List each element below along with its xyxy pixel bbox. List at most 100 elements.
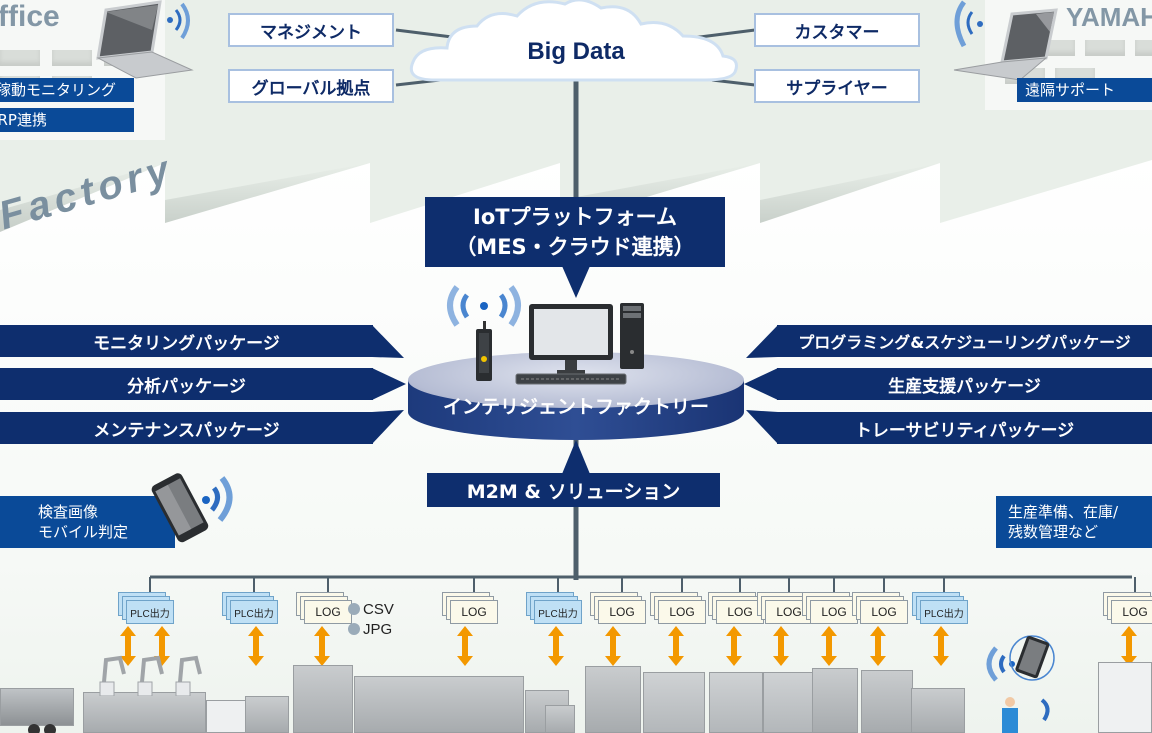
laptop-wifi-icon (96, 0, 194, 79)
desktop-monitor-icon (529, 304, 613, 374)
legend-dot-icon (348, 623, 360, 635)
loader-machine (245, 696, 289, 733)
package-production-support: 生産支援パッケージ (777, 368, 1152, 400)
log-file-icon: LOG (1103, 592, 1152, 624)
inventory-management-tag: 生産準備、在庫/ 残数管理など (996, 496, 1152, 548)
bidirectional-arrow-icon (870, 626, 886, 666)
label-global-sites: グローバル拠点 (228, 69, 394, 103)
mounter-2 (709, 672, 763, 733)
m2m-pointer (562, 440, 590, 474)
xray-cabinet (1098, 662, 1152, 733)
package-programming-scheduling: プログラミング&スケジューリングパッケージ (777, 325, 1152, 357)
legend-item-jpg: JPG (348, 620, 394, 640)
printer-machine (293, 665, 353, 733)
mobile-inspection-tag: 検査画像 モバイル判定 (0, 496, 175, 548)
production-line (0, 635, 1152, 733)
bidirectional-arrow-icon (933, 626, 949, 666)
log-file-icon: LOG (852, 592, 910, 624)
bidirectional-arrow-icon (548, 626, 564, 666)
file-label: LOG (450, 600, 498, 624)
left-package-arrowheads (372, 325, 406, 444)
file-label: LOG (810, 600, 858, 624)
package-maintenance-label: メンテナンスパッケージ (93, 420, 280, 441)
log-file-icon: LOG (650, 592, 708, 624)
iot-platform-line1: IoTプラットフォーム (473, 205, 677, 229)
file-format-legend: CSV JPG (348, 600, 394, 640)
mobile-tag-line1: 検査画像 (38, 503, 99, 521)
office-title-left: ffice (0, 0, 60, 33)
iot-platform-box: IoTプラットフォーム （MES・クラウド連携） (425, 197, 725, 267)
package-programming-scheduling-label: プログラミング&スケジューリングパッケージ (798, 333, 1131, 352)
bidirectional-arrow-icon (314, 626, 330, 666)
label-supplier: サプライヤー (754, 69, 920, 103)
file-label: LOG (1111, 600, 1152, 624)
file-label: LOG (598, 600, 646, 624)
bidirectional-arrow-icon (726, 626, 742, 666)
plc-output-file-icon: PLC出力 (222, 592, 280, 624)
package-traceability-label: トレーサビリティパッケージ (854, 420, 1075, 441)
mounter-3 (763, 672, 817, 733)
callout-pointer (562, 266, 590, 298)
cloud-icon (409, 0, 738, 82)
plc-output-file-icon: PLC出力 (118, 592, 176, 624)
file-label: PLC出力 (230, 600, 278, 624)
laptop-wifi-icon (953, 0, 1058, 81)
smartphone-wifi-icon (151, 473, 233, 543)
log-file-icon: LOG (296, 592, 354, 624)
label-management: マネジメント (228, 13, 394, 47)
bidirectional-arrow-icon (120, 626, 136, 666)
platform-label: インテリジェントファクトリー (442, 396, 709, 418)
bidirectional-arrow-icon (668, 626, 684, 666)
bidirectional-arrow-icon (1121, 626, 1137, 666)
package-monitoring: モニタリングパッケージ (0, 325, 373, 357)
package-traceability: トレーサビリティパッケージ (777, 412, 1152, 444)
file-label: PLC出力 (126, 600, 174, 624)
mobile-tag-line2: モバイル判定 (38, 523, 129, 541)
bidirectional-arrow-icon (605, 626, 621, 666)
m2m-solution-box: M2M & ソリューション (427, 473, 720, 507)
file-label: LOG (860, 600, 908, 624)
file-label: LOG (658, 600, 706, 624)
bidirectional-arrow-icon (773, 626, 789, 666)
bidirectional-arrow-icon (821, 626, 837, 666)
aoi-machine (812, 668, 858, 733)
tag-operation-monitoring: 稼動モニタリング (0, 78, 134, 102)
tag-remote-support: 遠隔サポート (1017, 78, 1152, 102)
plc-output-file-icon: PLC出力 (526, 592, 584, 624)
tag-erp-integration: ERP連携 (0, 108, 134, 132)
operator-tablet-icon (986, 635, 1055, 733)
package-maintenance: メンテナンスパッケージ (0, 412, 373, 444)
mounter-1 (643, 672, 705, 733)
office-title-right: YAMAH (1066, 2, 1152, 32)
keyboard-icon (515, 373, 627, 385)
plc-output-file-icon: PLC出力 (912, 592, 970, 624)
legend-item-csv: CSV (348, 600, 394, 620)
log-file-icon: LOG (757, 592, 815, 624)
legend-dot-icon (348, 603, 360, 615)
pc-tower-icon (620, 303, 644, 369)
robot-arm-icon (99, 655, 202, 696)
file-label: PLC出力 (920, 600, 968, 624)
robot-cell (83, 692, 206, 733)
bidirectional-arrow-icon (248, 626, 264, 666)
truck-icon (0, 688, 74, 726)
file-label: PLC出力 (534, 600, 582, 624)
legend-label-jpg: JPG (363, 621, 393, 638)
truck-wheel-icon (44, 724, 56, 733)
bidirectional-arrow-icon (457, 626, 473, 666)
package-analysis-label: 分析パッケージ (127, 376, 246, 397)
truck-wheel-icon (28, 724, 40, 733)
cloud-label: Big Data (527, 38, 625, 65)
log-file-icon: LOG (442, 592, 500, 624)
iot-platform-line2: （MES・クラウド連携） (455, 235, 695, 259)
legend-label-csv: CSV (363, 601, 394, 618)
conveyor (206, 700, 246, 733)
log-file-icon: LOG (802, 592, 860, 624)
buffer-machine (545, 705, 575, 733)
wireless-router-icon (447, 285, 521, 381)
unloader-machine (911, 688, 965, 733)
right-package-arrowheads (744, 325, 778, 444)
package-production-support-label: 生産支援パッケージ (888, 376, 1041, 397)
inventory-tag-line1: 生産準備、在庫/ (1008, 503, 1119, 521)
